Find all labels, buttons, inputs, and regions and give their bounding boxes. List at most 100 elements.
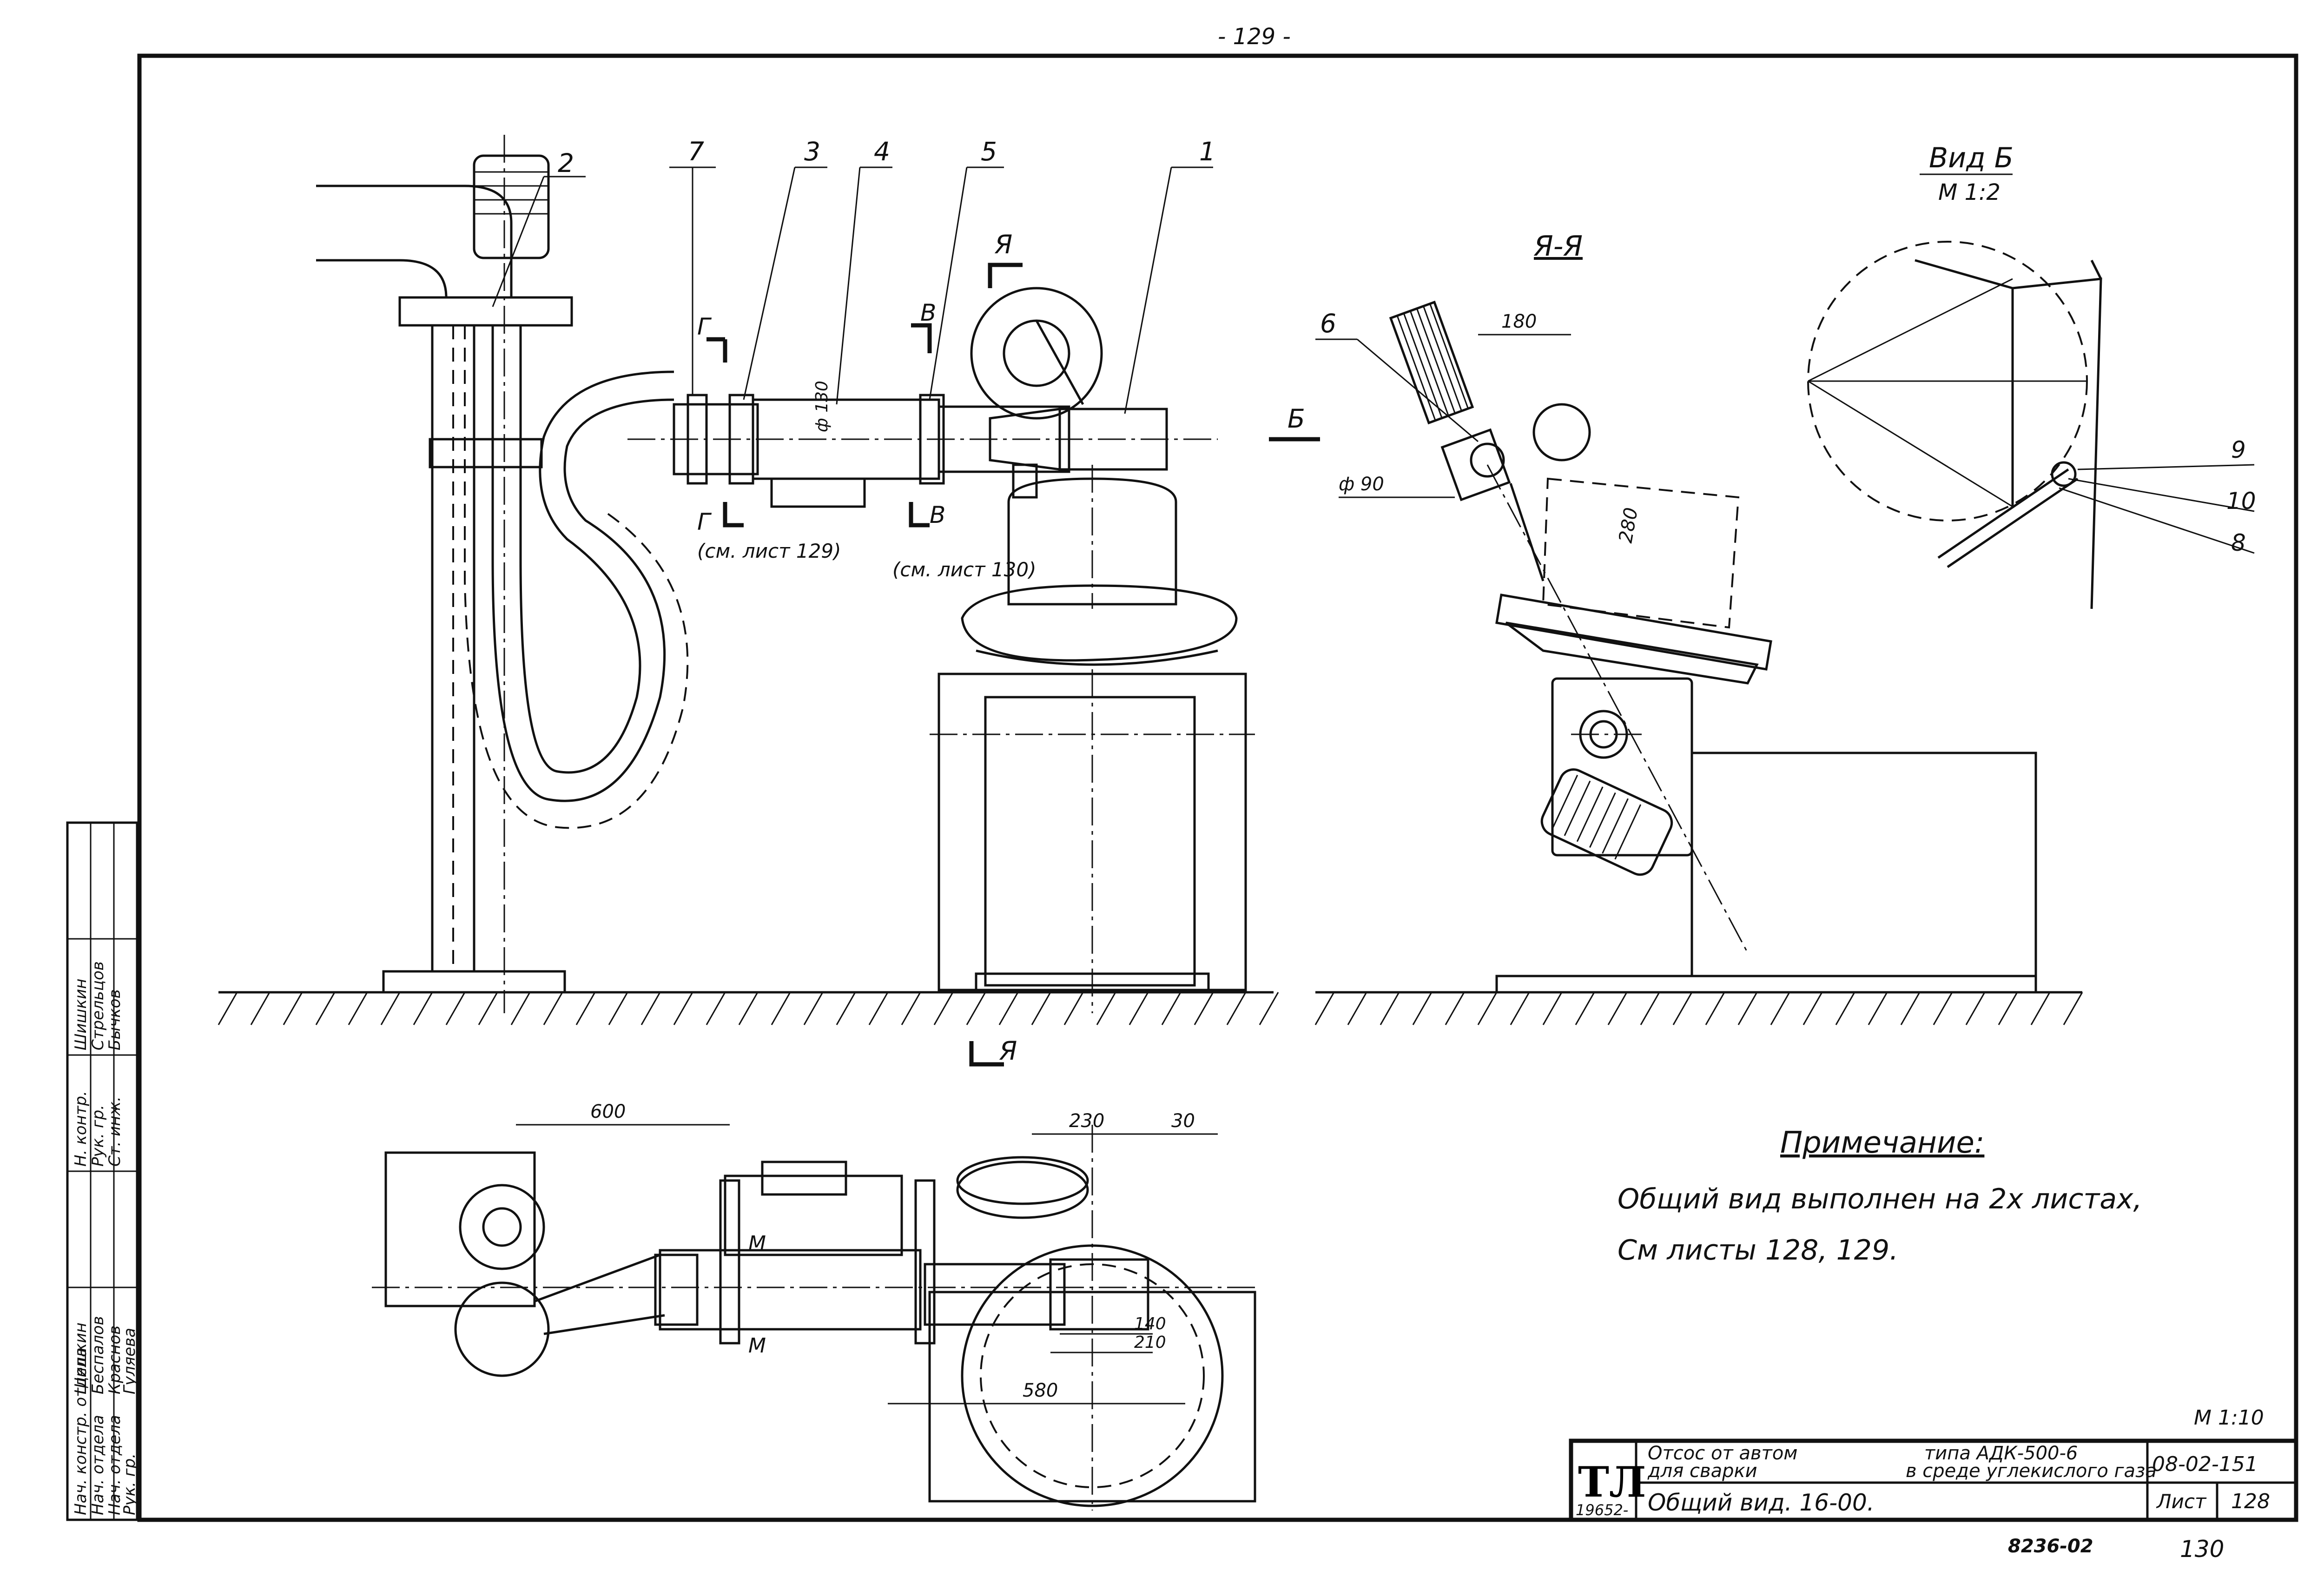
hatch-line [1096,992,1116,1025]
hatch-line [1802,992,1823,1025]
callout-3: 3 [804,137,820,166]
hatch-line [1607,992,1628,1025]
hatch-line [1161,992,1182,1025]
stamp-inv: 8236-02 [2008,1536,2093,1557]
hatch-line [1477,992,1498,1025]
view-b-title: Вид Б [1929,142,2014,174]
ground-hatch-left [218,992,2083,1025]
hatch-line [1900,992,1921,1025]
title-block: ТЛ 19652- Отсос от автом типа АДК-500-6 … [1569,1438,2298,1522]
stamp-page: 130 [2180,1536,2224,1563]
hatch-line [1933,992,1953,1025]
dim-180: 180 [1501,311,1537,332]
hatch-line [1835,992,1855,1025]
callout-6: 6 [1320,309,1336,338]
hatch-line [1445,992,1465,1025]
hatch-line [998,992,1019,1025]
sig-role2-1: Рук. гр. [89,1105,107,1167]
sig-role-2: Нач. отдела [106,1415,124,1515]
hatch-line [1347,992,1367,1025]
hatch-line [706,992,726,1025]
signature-table: Нач. констр. отдела Нач. отдела Нач. отд… [66,821,139,1521]
sig-name-1: Беспалов [89,1316,107,1394]
page-number: - 129 - [1218,24,1291,50]
hatch-line [315,992,336,1025]
hatch-line [1998,992,2018,1025]
scale-label: М 1:10 [2194,1406,2264,1430]
view-b: Вид Б М 1:2 9 10 8 [1807,142,2256,609]
note-line-1: Общий вид выполнен на 2х листах, [1618,1183,2142,1215]
sheet-ref-130: (см. лист 130) [892,558,1036,581]
hatch-line [1868,992,1888,1025]
sig-name-2: Краснов [106,1326,124,1394]
hatch-line [1672,992,1693,1025]
title-logo-year: 19652- [1576,1501,1628,1519]
hatch-line [218,992,238,1025]
note-line-2: См листы 128, 129. [1618,1234,1898,1267]
sig-role-3: Рук. гр. [120,1453,139,1515]
callout-4: 4 [874,137,890,166]
hatch-line [608,992,628,1025]
section-title: Я-Я [1533,230,1583,263]
sheet-frame [137,53,2298,1522]
hatch-line [1737,992,1758,1025]
hatch-line [1031,992,1051,1025]
hatch-line [1226,992,1247,1025]
dim-90: ф 90 [1339,474,1384,495]
hatch-line [1640,992,1660,1025]
sig-role-1: Нач. отдела [89,1415,107,1515]
sig-name2-1: Стрельцов [89,961,107,1050]
hatch-line [575,992,596,1025]
dim-140: 140 [1134,1314,1166,1333]
hatch-line [2063,992,2083,1025]
callout-2: 2 [558,148,574,178]
title-logo: ТЛ [1578,1458,1646,1507]
front-view: Г Г В В Я Б Я (см. лист 129) (см. лист 1… [218,135,2083,1067]
callout-8: 8 [2231,529,2246,556]
cut-ya-top: Я [994,230,1012,259]
callouts-front: 2 7 3 4 5 1 [492,137,1215,414]
dim-580: 580 [1023,1380,1058,1401]
hatch-line [380,992,401,1025]
dim-30: 30 [1171,1110,1195,1132]
cut-v-top: В [920,299,936,326]
hatch-line [445,992,466,1025]
hatch-line [1380,992,1400,1025]
cut-g-top: Г [697,313,712,340]
hatch-line [478,992,498,1025]
callout-1: 1 [1199,137,1215,166]
hatch-line [1314,992,1335,1025]
hatch-line [510,992,531,1025]
callout-5: 5 [981,137,997,166]
hatch-line [1965,992,1986,1025]
hatch-line [1510,992,1530,1025]
callout-7: 7 [688,137,704,166]
note-block: Примечание: Общий вид выполнен на 2х лис… [1618,1126,2142,1267]
hatch-line [348,992,368,1025]
sheet-number: 128 [2231,1490,2270,1513]
callout-10: 10 [2226,488,2256,515]
hatch-line [640,992,661,1025]
view-b-scale: М 1:2 [1938,179,2000,205]
callout-9: 9 [2231,436,2246,463]
sheet-ref-129: (см. лист 129) [697,540,841,562]
hatch-line [1770,992,1790,1025]
hatch-line [868,992,889,1025]
drawing-name: Общий вид. 16-00. [1648,1489,1875,1516]
sig-name-0: Шишкин [72,1323,90,1394]
sig-name2-2: Бычков [106,989,124,1050]
hatch-line [803,992,824,1025]
hatch-line [1063,992,1084,1025]
hatch-line [771,992,791,1025]
sig-role2-0: Н. контр. [72,1091,90,1167]
dim-600: 600 [590,1101,626,1122]
title-line-2a: для сварки [1647,1460,1757,1482]
cut-ya-bottom: Я [999,1036,1017,1066]
m-mark-top: М [748,1232,766,1255]
note-title: Примечание: [1780,1126,1984,1160]
hatch-line [2030,992,2051,1025]
sig-name-3: Гуляева [120,1328,139,1394]
hatch-line [836,992,856,1025]
dim-230: 230 [1069,1110,1104,1132]
